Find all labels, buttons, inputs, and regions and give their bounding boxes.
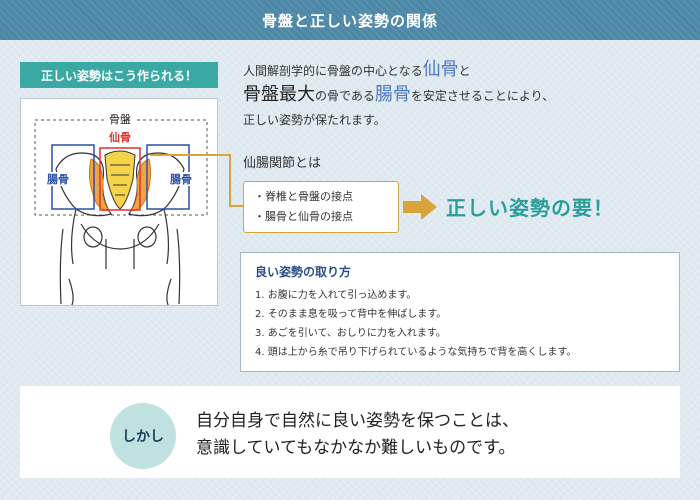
intro-line-1: 人間解剖学的に骨盤の中心となる仙骨と [243, 58, 683, 83]
posture-step-1: 1. お腹に力を入れて引っ込めます。 [255, 290, 417, 301]
ilium-highlight: 腸骨 [374, 84, 411, 105]
page-title: 骨盤と正しい姿勢の関係 [0, 0, 700, 40]
sacrum-box [99, 147, 141, 211]
sacrum-highlight: 仙骨 [422, 59, 459, 80]
ilium-right-shape [129, 158, 152, 212]
bottom-message: 自分自身で自然に良い姿勢を保つことは、 意識していてもなかなか難しいものです。 [196, 408, 666, 462]
figure-caption-label: 正しい姿勢はこう作られる！ [20, 62, 218, 88]
connector-line-horizontal [150, 154, 230, 156]
intro-line-3: 正しい姿勢が保たれます。 [243, 113, 386, 127]
ilium-left-label: 腸骨 [47, 173, 69, 186]
page-title-text: 骨盤と正しい姿勢の関係 [261, 11, 438, 30]
posture-step-4: 4. 頭は上から糸で吊り下げられているような気持ちで背を高くします。 [255, 347, 577, 358]
intro-line-2: 骨盤最大の骨である腸骨を安定させることにより、 [243, 83, 683, 108]
figure-caption-text: 正しい姿勢はこう作られる！ [40, 68, 197, 83]
connector-line-vertical [229, 154, 231, 206]
sacrum-lines [110, 164, 130, 196]
intro-line-2-post: を安定させることにより、 [410, 89, 555, 103]
ilium-right-label: 腸骨 [170, 173, 192, 186]
pelvis-label-bg [104, 111, 136, 126]
pelvis-illustration: 骨盤 仙骨 腸骨 腸骨 [20, 98, 218, 306]
pelvis-drawing: 骨盤 仙骨 腸骨 腸骨 [34, 111, 208, 305]
pelvis-largest-text: 骨盤最大 [243, 84, 315, 105]
joint-points-box: ・脊椎と骨盤の接点 ・腸骨と仙骨の接点 [243, 181, 399, 233]
pelvis-bones [55, 152, 185, 305]
joint-heading: 仙腸関節とは [243, 156, 322, 171]
however-badge: しかし [110, 403, 176, 469]
sacrum-label: 仙骨 [109, 130, 131, 144]
sacrum-shape [104, 150, 136, 210]
posture-step-3: 3. あごを引いて、おしりに力を入れます。 [255, 328, 446, 339]
intro-line-1-pre: 人間解剖学的に骨盤の中心となる [243, 64, 423, 78]
bottom-message-line-2: 意識していてもなかなか難しいものです。 [196, 438, 516, 458]
bottom-message-line-1: 自分自身で自然に良い姿勢を保つことは、 [196, 411, 519, 431]
intro-line-1-post: と [458, 64, 471, 78]
connector-line-tail [229, 205, 244, 207]
ilium-left-label-bg [44, 172, 72, 186]
intro-text: 人間解剖学的に骨盤の中心となる仙骨と 骨盤最大の骨である腸骨を安定させることによ… [243, 58, 683, 132]
however-badge-text: しかし [122, 429, 164, 445]
joint-point-1: ・脊椎と骨盤の接点 [254, 190, 353, 203]
ilium-right-label-bg [167, 172, 195, 186]
intro-line-2-mid: の骨である [315, 89, 375, 103]
good-posture-box: 良い姿勢の取り方 1. お腹に力を入れて引っ込めます。 2. そのまま息を吸って… [240, 252, 680, 372]
posture-step-2: 2. そのまま息を吸って背中を伸ばします。 [255, 309, 447, 320]
posture-key-heading: 正しい姿勢の要！ [446, 196, 614, 220]
pelvis-label: 骨盤 [109, 113, 131, 126]
right-arrow-icon [403, 194, 437, 220]
good-posture-title: 良い姿勢の取り方 [255, 265, 352, 279]
sacrum-label-bg [105, 130, 135, 144]
joint-point-2: ・腸骨と仙骨の接点 [254, 210, 353, 223]
